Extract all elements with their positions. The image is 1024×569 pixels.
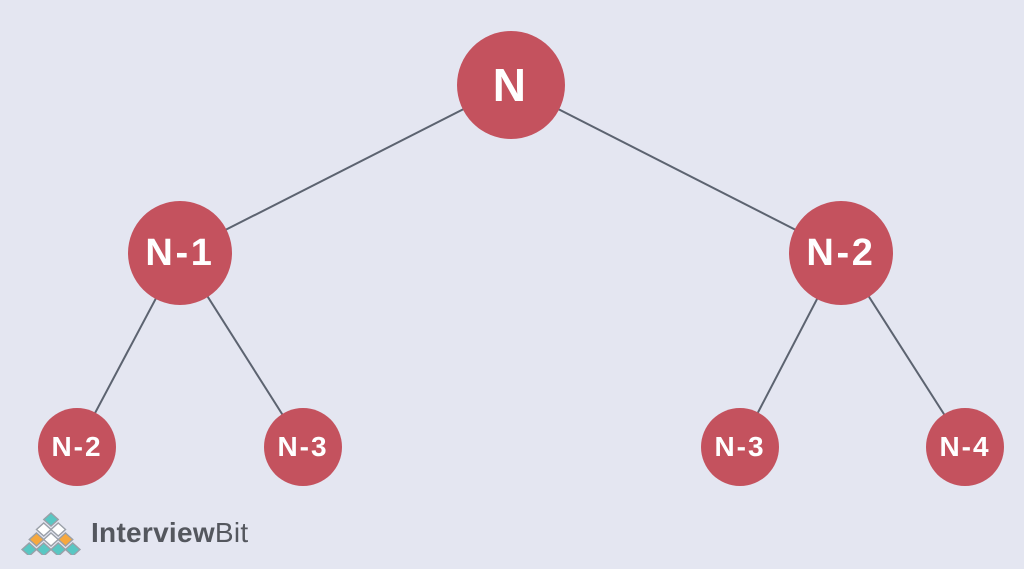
pyramid-diamond-teal <box>35 542 53 555</box>
tree-node-n2: N-2 <box>789 201 893 305</box>
tree-edge-n-n1 <box>179 84 512 254</box>
tree-node-n1a: N-2 <box>38 408 116 486</box>
tree-node-n: N <box>457 31 565 139</box>
pyramid-diamond-teal <box>64 542 82 555</box>
tree-node-n1: N-1 <box>128 201 232 305</box>
tree-node-n2a: N-3 <box>701 408 779 486</box>
pyramid-diamond-teal <box>42 512 60 527</box>
tree-node-label: N-2 <box>51 431 103 462</box>
interviewbit-pyramid-icon <box>20 512 82 555</box>
tree-node-n1b: N-3 <box>264 408 342 486</box>
tree-node-n2b: N-4 <box>926 408 1004 486</box>
pyramid-diamond-orange <box>28 532 45 547</box>
logo-text-bit: Bit <box>214 517 249 548</box>
tree-edge-n-n2 <box>510 84 842 254</box>
interviewbit-wordmark: InterviewBit <box>91 517 248 549</box>
tree-node-label: N-3 <box>277 431 329 462</box>
interviewbit-logo: InterviewBit <box>20 511 248 555</box>
tree-node-label: N-1 <box>145 231 215 274</box>
tree-node-label: N-3 <box>714 431 766 462</box>
tree-node-label: N-4 <box>939 431 991 462</box>
logo-text-interview: Interview <box>91 517 215 548</box>
pyramid-diamond-orange <box>57 532 74 547</box>
pyramid-diamond-white <box>35 522 53 537</box>
tree-node-label: N <box>492 59 530 111</box>
pyramid-diamond-teal <box>49 542 67 555</box>
tree-node-label: N-2 <box>806 231 876 274</box>
pyramid-diamond-white <box>42 532 60 547</box>
pyramid-diamond-white <box>49 522 67 537</box>
pyramid-diamond-teal <box>20 542 38 555</box>
